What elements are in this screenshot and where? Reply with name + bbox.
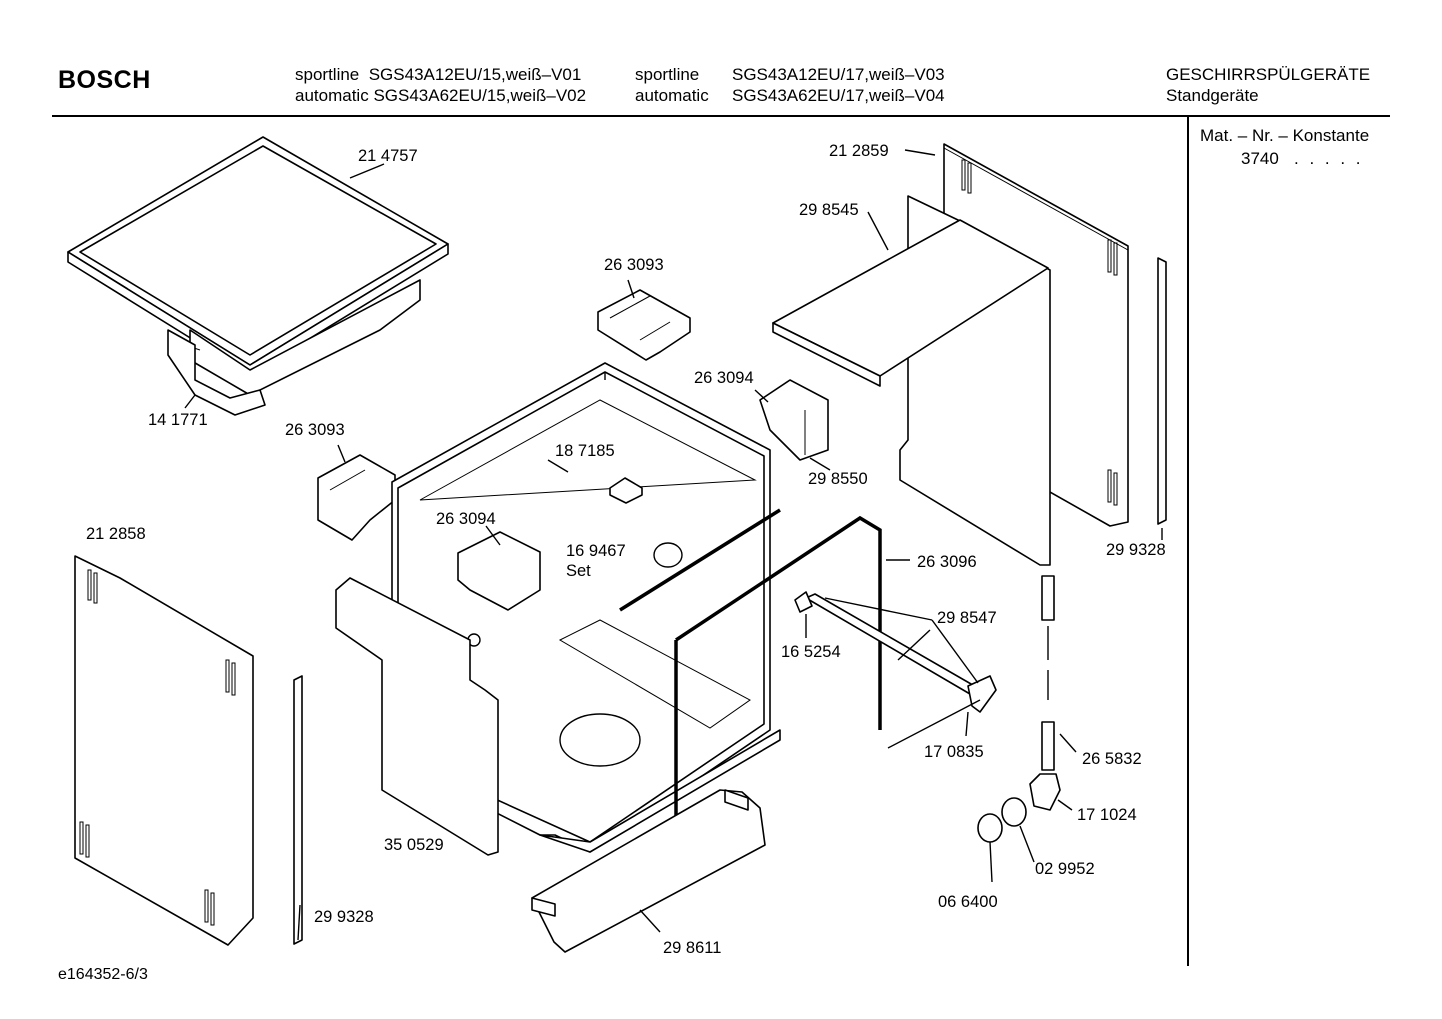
part-label: 14 1771 (148, 411, 208, 429)
part-label: 06 6400 (938, 893, 998, 911)
part-label: 26 3096 (917, 553, 977, 571)
leader-line (297, 904, 301, 941)
top-bracket-part (597, 279, 691, 361)
part-label: 29 8547 (937, 609, 997, 627)
part-label: 26 3093 (604, 256, 664, 274)
part-label: 29 8545 (799, 201, 859, 219)
series-label: automatic (295, 86, 369, 105)
part-label: 17 0835 (924, 743, 984, 761)
drain-elbow-part (1029, 773, 1073, 811)
model-number-4: SGS43A62EU/17,weiß–V04 (732, 86, 945, 105)
right-trim-strip-part (1157, 257, 1167, 525)
document-id: e164352-6/3 (58, 966, 148, 983)
part-label: 16 9467 (566, 542, 626, 560)
leader-line (1019, 825, 1035, 863)
part-label: 21 2858 (86, 525, 146, 543)
part-label: 26 3094 (436, 510, 496, 528)
worktop-part (67, 136, 449, 396)
series-label: sportline (635, 65, 700, 84)
brand-logo: BOSCH (58, 66, 151, 94)
mat-nr-title: Mat. – Nr. – Konstante (1200, 126, 1370, 145)
drain-hose-part (1041, 575, 1077, 771)
side-bracket-part (754, 379, 829, 461)
mat-nr-dots: . . . . . (1294, 149, 1364, 168)
part-label: 29 9328 (314, 908, 374, 926)
left-bracket-part (317, 444, 396, 541)
insulation-panel-part (772, 195, 1051, 566)
model-number: SGS43A12EU/15,weiß–V01 (368, 65, 582, 84)
part-label: 29 9328 (1106, 541, 1166, 559)
part-label: 29 8550 (808, 470, 868, 488)
model-number-3: SGS43A12EU/17,weiß–V03 (732, 65, 945, 84)
worktop-rail-part (167, 329, 266, 416)
part-label: Set (566, 562, 591, 580)
part-label: 26 3093 (285, 421, 345, 439)
part-label: 18 7185 (555, 442, 615, 460)
bracket-pointer (809, 457, 831, 471)
category-subtitle: Standgeräte (1166, 86, 1259, 105)
category-title: GESCHIRRSPÜLGERÄTE (1166, 65, 1371, 84)
part-label: 26 3094 (694, 369, 754, 387)
front-gasket-bar-part (619, 508, 781, 612)
series-label: automatic (635, 86, 709, 105)
clip-part (609, 477, 643, 504)
leader-line (965, 711, 969, 737)
plinth-part (531, 789, 766, 953)
part-label: 35 0529 (384, 836, 444, 854)
model-line-2: automatic SGS43A62EU/15,weiß–V02 (295, 85, 586, 106)
part-label: 17 1024 (1077, 806, 1137, 824)
part-label: 16 5254 (781, 643, 841, 661)
seal-ring-part (1001, 797, 1027, 827)
left-side-panel-part (74, 555, 254, 946)
model-number: SGS43A62EU/15,weiß–V02 (373, 86, 587, 105)
part-label: 29 8611 (663, 939, 722, 957)
dosing-set-part (653, 542, 683, 568)
part-label: 02 9952 (1035, 860, 1095, 878)
mat-nr-value: 3740 (1241, 149, 1279, 168)
series-label: sportline (295, 65, 360, 84)
part-label: 26 5832 (1082, 750, 1142, 768)
model-line-1: sportline SGS43A12EU/15,weiß–V01 (295, 64, 581, 85)
front-panel-part (335, 577, 499, 856)
part-label: 21 4757 (358, 147, 418, 165)
inner-bracket-part (457, 525, 541, 647)
model-line-4: automatic (635, 85, 709, 106)
model-line-3: sportline (635, 64, 699, 85)
leader-line (904, 149, 936, 156)
leader-line (887, 699, 981, 749)
leader-line (349, 163, 385, 179)
part-label: 21 2859 (829, 142, 889, 160)
cap-part (977, 813, 1003, 843)
leader-line (989, 841, 993, 883)
left-trim-strip-part (293, 675, 303, 945)
